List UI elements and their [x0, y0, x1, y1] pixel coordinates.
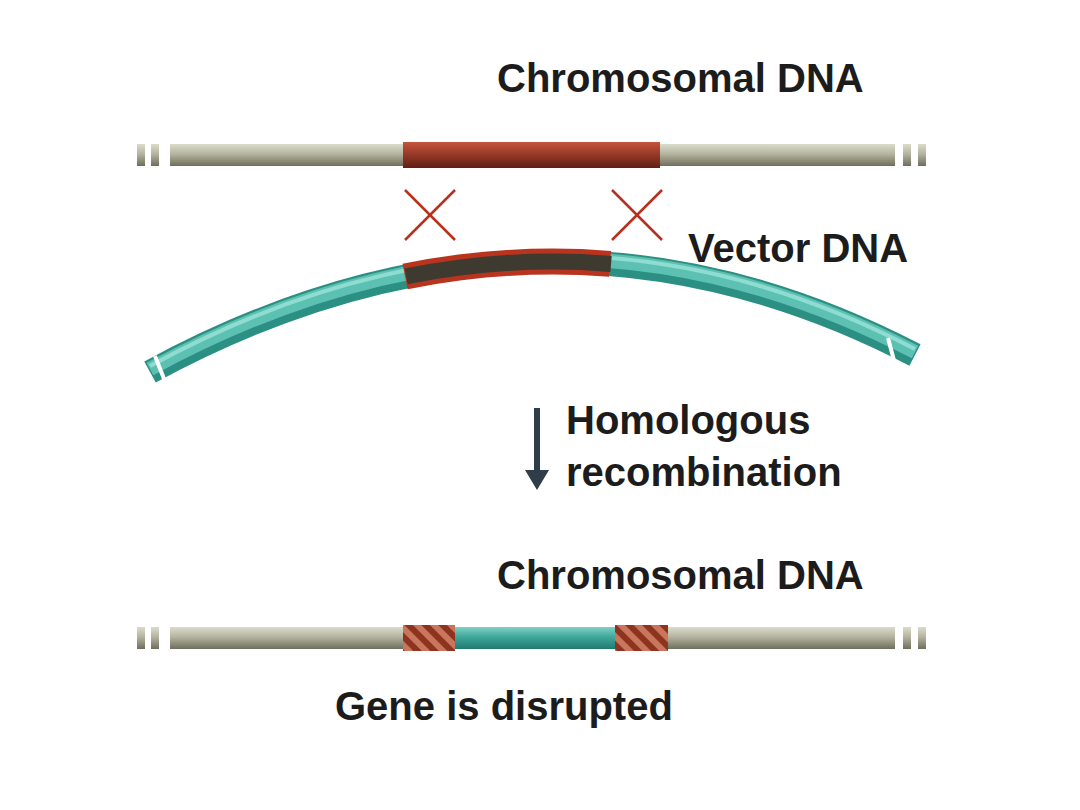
result-label: Gene is disrupted	[335, 680, 673, 732]
chromosome-strand	[137, 142, 926, 168]
crossover-mark	[405, 190, 662, 240]
strand-label: Chromosomal DNA	[497, 549, 864, 601]
vector-strand	[150, 256, 915, 384]
strand-label: Vector DNA	[688, 222, 908, 274]
chromosome-strand	[137, 625, 926, 651]
step-label: Homologous recombination	[566, 394, 926, 498]
process-arrow	[525, 408, 549, 490]
strand-label: Chromosomal DNA	[497, 52, 864, 104]
